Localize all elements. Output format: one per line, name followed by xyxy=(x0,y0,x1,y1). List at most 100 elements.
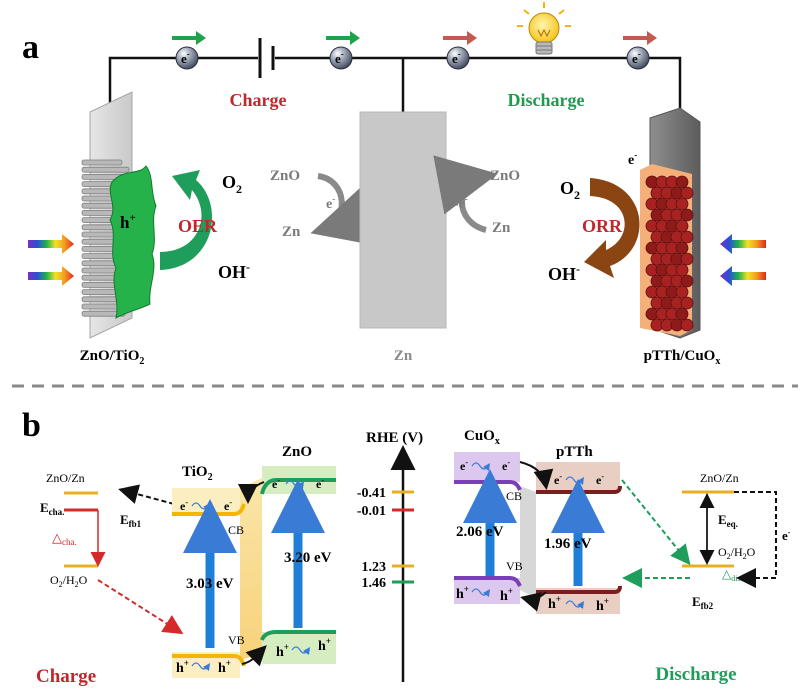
ptth-cb-band xyxy=(536,485,622,494)
e-cha-label: Echa. xyxy=(40,500,64,517)
cathode-band-bridge xyxy=(520,486,536,598)
photocathode-electrode xyxy=(640,107,701,339)
light-arrow-left-2 xyxy=(28,266,74,286)
charge-dashed-arrow xyxy=(97,579,184,635)
catalyst-particle xyxy=(675,219,689,233)
junction-band-bridge xyxy=(240,478,262,660)
ptth-bandgap-label: 1.96 eV xyxy=(544,536,592,552)
svg-text:e-: e- xyxy=(181,49,190,66)
catalyst-particle xyxy=(675,285,689,299)
delta-cha-label: △cha. xyxy=(52,530,77,547)
cuox-label: CuOx xyxy=(464,428,500,447)
nanorod xyxy=(81,166,130,173)
orr-label: ORR xyxy=(582,216,623,236)
tio2-cb-label: CB xyxy=(228,523,244,537)
rhe-axis-label: RHE (V) xyxy=(366,430,423,446)
o2-h2o-level-label-right: O2/H2O xyxy=(718,545,756,561)
panel-b-label: b xyxy=(22,407,41,444)
hole-transfer-arrow xyxy=(241,645,267,667)
electron-gain-label: e- xyxy=(326,194,335,212)
e-eq-label: Eeq. xyxy=(718,512,738,529)
tio2-bandgap-label: 3.03 eV xyxy=(186,576,234,592)
rhe-tick-label: -0.41 xyxy=(357,486,386,501)
svg-text:e-: e- xyxy=(335,49,344,66)
e-fb2-label: Efb2 xyxy=(692,594,714,611)
tio2-vb-label: VB xyxy=(228,633,245,647)
tio2-label: TiO2 xyxy=(182,464,213,483)
electron-wire-4: e- xyxy=(623,31,657,70)
oer-arrow xyxy=(160,170,213,270)
cuox-electron-2: e- xyxy=(502,458,510,473)
photoanode-electrode: h+ xyxy=(81,91,157,339)
zno-vb-wiggle xyxy=(291,646,310,655)
orr-arrow xyxy=(584,178,640,278)
circuit-wire xyxy=(108,56,682,118)
zinc-electrode-label: Zn xyxy=(394,348,413,364)
catalyst-particle xyxy=(680,208,694,222)
catalyst-particle xyxy=(675,197,689,211)
rhe-tick-label: 1.23 xyxy=(362,560,387,575)
zno-left-label: ZnO xyxy=(270,168,300,184)
ptth-hole-2: h+ xyxy=(596,596,609,614)
light-arrow-left-1 xyxy=(28,234,74,254)
delta-dis-label: △dis. xyxy=(722,567,743,583)
cathode-hole-transfer-arrow xyxy=(520,591,547,612)
zno-reduction-arrow xyxy=(310,173,377,246)
catalyst-particle xyxy=(680,252,694,266)
zinc-electrode xyxy=(359,111,447,329)
light-arrow-right-1 xyxy=(720,234,766,254)
o2-h2o-level-label-left: O2/H2O xyxy=(50,573,88,589)
light-arrow-right-2 xyxy=(720,266,766,286)
zno-vb-band xyxy=(260,630,336,641)
cuox-vb-wiggle xyxy=(471,588,490,597)
electron-wire-2: e- xyxy=(326,31,360,70)
ptth-label: pTTh xyxy=(556,444,593,460)
zno-zn-level-label-right: ZnO/Zn xyxy=(700,471,739,485)
zno-hole-2: h+ xyxy=(318,636,331,654)
o2-reactant-label: O2 xyxy=(560,178,580,202)
panel-a-label: a xyxy=(22,29,39,66)
cuox-hole-2: h+ xyxy=(500,586,513,604)
external-electron-label: e- xyxy=(782,528,791,543)
oh-product-label: OH- xyxy=(548,262,580,284)
catalyst-particle xyxy=(680,274,694,288)
zn-oxidation-arrow xyxy=(433,155,498,233)
zno-label: ZnO xyxy=(282,444,312,460)
hole-label-anode: h+ xyxy=(120,212,136,232)
cathode-name-label: pTTh/CuOx xyxy=(644,348,721,367)
cuox-cb-wiggle xyxy=(471,462,490,471)
ptth-vb-wiggle xyxy=(565,600,584,609)
discharge-electron-arrow xyxy=(621,479,691,566)
rhe-tick-label: -0.01 xyxy=(357,504,386,519)
cathode-electron-label: e- xyxy=(628,150,637,168)
electron-loss-label: -e- xyxy=(454,194,468,212)
oer-label: OER xyxy=(178,216,218,236)
svg-text:e-: e- xyxy=(452,49,461,66)
nanorod xyxy=(81,159,123,166)
electron-wire-1: e- xyxy=(172,31,206,70)
ptth-hole-1: h+ xyxy=(548,594,561,612)
electron-wire-3: e- xyxy=(443,31,477,70)
svg-text:e-: e- xyxy=(632,49,641,66)
cuox-electron-1: e- xyxy=(460,458,468,473)
electron-transfer-arrow xyxy=(238,481,265,504)
ptth-vb-band xyxy=(536,585,622,594)
catalyst-particle xyxy=(680,296,694,310)
ptth-cb-box xyxy=(536,462,620,492)
tio2-vb-wiggle xyxy=(191,662,210,671)
cathode-electron-transfer-arrow xyxy=(519,461,554,490)
charge-label-bottom: Charge xyxy=(36,666,96,687)
tio2-hole-2: h+ xyxy=(218,658,231,676)
tio2-hole-1: h+ xyxy=(176,658,189,676)
cuox-vb-band xyxy=(454,576,522,587)
catalyst-particle xyxy=(675,241,689,255)
lightbulb-icon xyxy=(517,2,571,55)
cuox-hole-1: h+ xyxy=(456,584,469,602)
cathode-cb-label: CB xyxy=(506,489,522,503)
cathode-vb-label: VB xyxy=(506,559,523,573)
catalyst-particle xyxy=(680,230,694,244)
rhe-tick-label: 1.46 xyxy=(362,576,387,591)
oh-reactant-label: OH- xyxy=(218,260,250,282)
e-fb1-label: Efb1 xyxy=(120,512,142,529)
zno-bandgap-label: 3.20 eV xyxy=(284,550,332,566)
